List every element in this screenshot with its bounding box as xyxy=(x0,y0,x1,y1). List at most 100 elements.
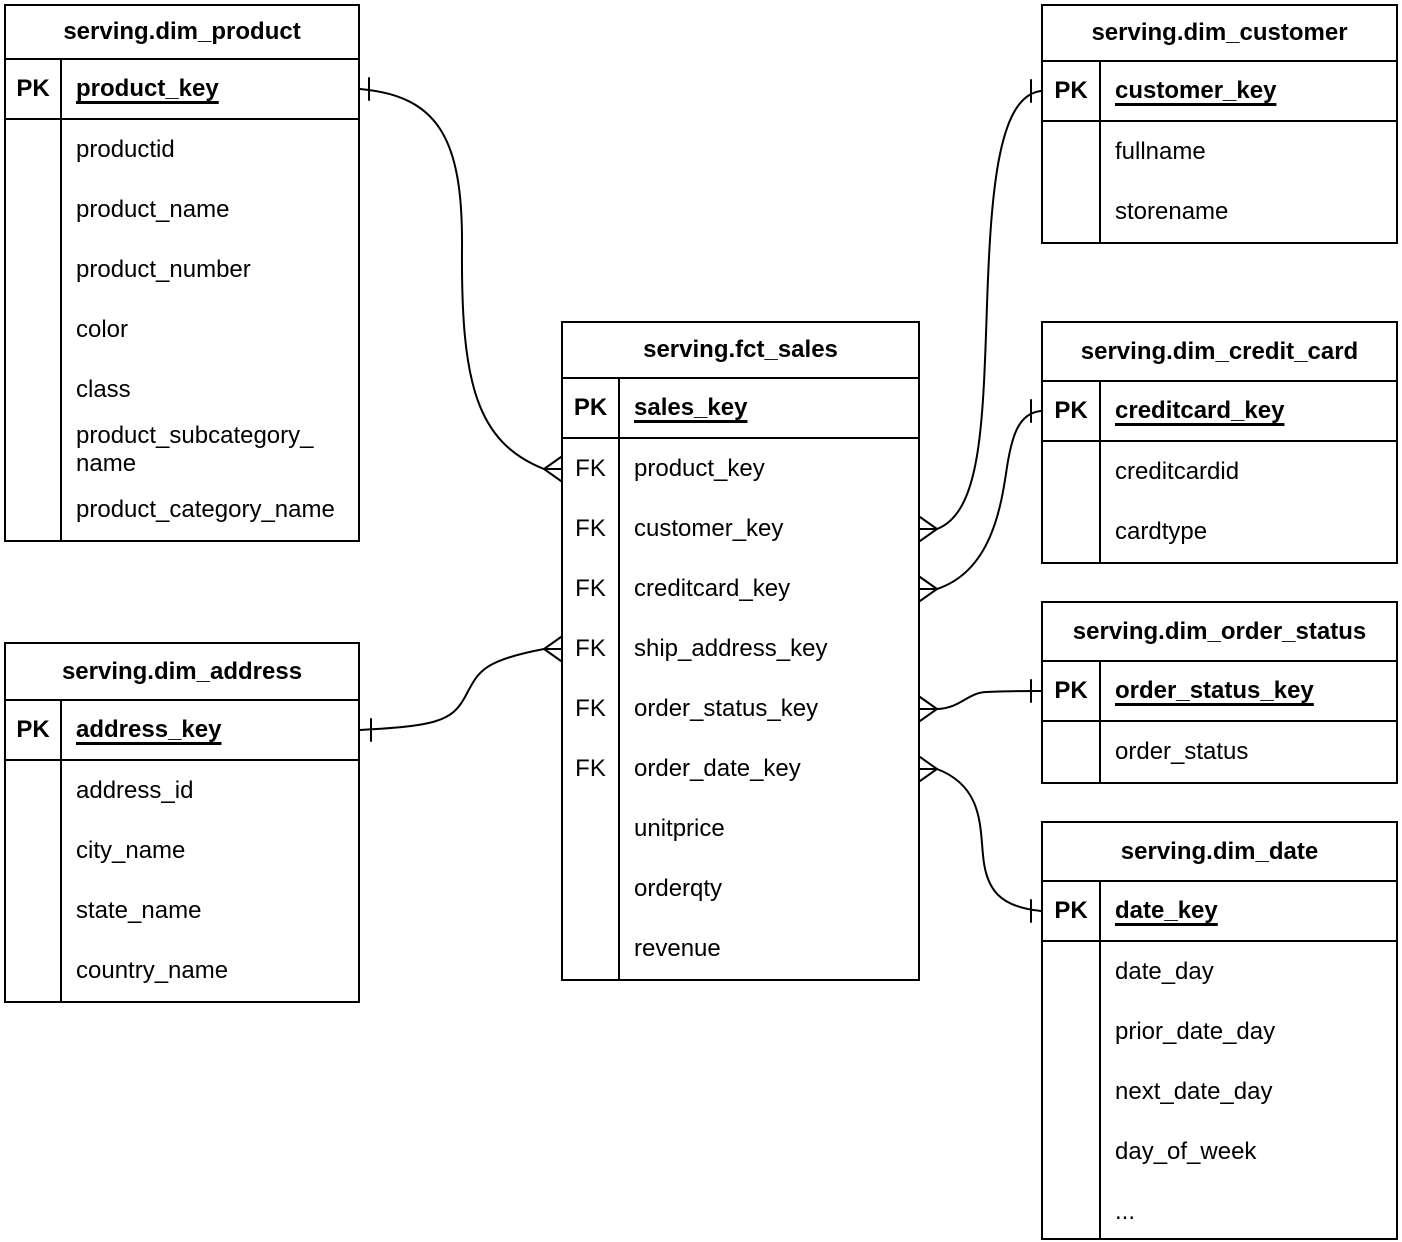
field-tag-cell xyxy=(1043,1062,1101,1122)
field-tag-cell xyxy=(1043,442,1101,502)
pk-label: PK xyxy=(1043,662,1101,722)
field-name: order_status_key xyxy=(634,695,819,722)
field-name: product_number xyxy=(76,256,251,283)
relationship-order-date xyxy=(919,756,1042,923)
field-tag-cell xyxy=(6,300,62,360)
crow-foot-icon xyxy=(919,696,939,722)
entity-title: serving.dim_address xyxy=(6,644,358,701)
entity-title: serving.dim_date xyxy=(1043,823,1396,882)
relationship-customer xyxy=(919,79,1042,542)
entity-title: serving.dim_order_status xyxy=(1043,603,1396,662)
field-name: product_name xyxy=(76,196,230,223)
fk-label: FK xyxy=(563,739,620,799)
crow-foot-icon xyxy=(919,576,939,602)
crow-foot-icon xyxy=(542,636,562,662)
field-name: orderqty xyxy=(634,875,723,902)
field-name: unitprice xyxy=(634,815,725,842)
pk-label: PK xyxy=(563,379,620,439)
relationship-line xyxy=(359,648,545,731)
field-name: city_name xyxy=(76,837,186,864)
field-tag-cell xyxy=(563,859,620,919)
field-name: storename xyxy=(1115,198,1229,225)
field-name: order_date_key xyxy=(634,755,801,782)
entity-fct-sales: serving.fct_sales PK sales_key FK produc… xyxy=(561,321,920,981)
entity-dim-product: serving.dim_product PK product_key produ… xyxy=(4,4,360,542)
entity-dim-address: serving.dim_address PK address_key addre… xyxy=(4,642,360,1003)
field-name: creditcardid xyxy=(1115,458,1240,485)
pk-label: PK xyxy=(1043,882,1101,942)
entity-dim-customer: serving.dim_customer PK customer_key ful… xyxy=(1041,4,1398,244)
pk-field-name: product_key xyxy=(62,60,358,120)
fk-label: FK xyxy=(563,679,620,739)
field-tag-cell xyxy=(6,120,62,180)
pk-field-name: customer_key xyxy=(1101,62,1396,122)
crow-foot-icon xyxy=(919,756,939,782)
relationship-line xyxy=(936,690,1042,710)
fk-label: FK xyxy=(563,439,620,499)
entity-title: serving.dim_product xyxy=(6,6,358,60)
pk-label: PK xyxy=(6,701,62,761)
pk-field-name: address_key xyxy=(62,701,358,761)
field-tag-cell xyxy=(1043,1002,1101,1062)
field-tag-cell xyxy=(1043,502,1101,562)
field-tag-cell xyxy=(563,919,620,979)
fk-label: FK xyxy=(563,499,620,559)
field-name: next_date_day xyxy=(1115,1078,1273,1105)
pk-field-name: sales_key xyxy=(620,379,918,439)
field-name: productid xyxy=(76,136,175,163)
field-tag-cell xyxy=(1043,722,1101,782)
field-name: ship_address_key xyxy=(634,635,828,662)
relationship-product xyxy=(359,77,562,482)
entity-dim-order-status: serving.dim_order_status PK order_status… xyxy=(1041,601,1398,784)
pk-field-name: creditcard_key xyxy=(1101,382,1396,442)
pk-label: PK xyxy=(1043,382,1101,442)
field-name: color xyxy=(76,316,129,343)
pk-label: PK xyxy=(1043,62,1101,122)
field-name: revenue xyxy=(634,935,721,962)
crow-foot-icon xyxy=(542,456,562,482)
field-tag-cell xyxy=(563,799,620,859)
field-name: order_status xyxy=(1115,738,1249,765)
field-name: address_id xyxy=(76,777,194,804)
field-name: product_category_name xyxy=(76,496,335,523)
entity-title: serving.fct_sales xyxy=(563,323,918,379)
fk-label: FK xyxy=(563,559,620,619)
field-tag-cell xyxy=(1043,1182,1101,1238)
fk-label: FK xyxy=(563,619,620,679)
relationship-line xyxy=(936,768,1042,912)
field-name: class xyxy=(76,376,131,403)
field-name: ... xyxy=(1115,1198,1136,1225)
field-tag-cell xyxy=(1043,122,1101,182)
field-name: fullname xyxy=(1115,138,1206,165)
field-tag-cell xyxy=(6,180,62,240)
entity-title: serving.dim_customer xyxy=(1043,6,1396,62)
field-tag-cell xyxy=(1043,182,1101,242)
pk-field-name: date_key xyxy=(1101,882,1396,942)
field-tag-cell xyxy=(6,240,62,300)
field-tag-cell xyxy=(6,941,62,1001)
relationship-address xyxy=(359,636,562,742)
entity-title: serving.dim_credit_card xyxy=(1043,323,1396,382)
field-name: cardtype xyxy=(1115,518,1208,545)
field-name: customer_key xyxy=(634,515,784,542)
field-tag-cell xyxy=(6,821,62,881)
field-tag-cell xyxy=(6,881,62,941)
field-name: country_name xyxy=(76,957,229,984)
field-tag-cell xyxy=(6,761,62,821)
relationship-line xyxy=(359,88,545,470)
relationship-line xyxy=(936,410,1042,590)
field-tag-cell xyxy=(6,360,62,420)
field-name: date_day xyxy=(1115,958,1214,985)
pk-field-name: order_status_key xyxy=(1101,662,1396,722)
pk-label: PK xyxy=(6,60,62,120)
field-name: creditcard_key xyxy=(634,575,791,602)
field-name: product_subcategory_ name xyxy=(76,422,314,477)
field-tag-cell xyxy=(1043,1122,1101,1182)
field-tag-cell xyxy=(6,480,62,540)
field-tag-cell xyxy=(6,420,62,480)
relationship-order-status xyxy=(919,679,1042,722)
crow-foot-icon xyxy=(919,516,939,542)
relationship-creditcard xyxy=(919,399,1042,602)
field-name: state_name xyxy=(76,897,202,924)
